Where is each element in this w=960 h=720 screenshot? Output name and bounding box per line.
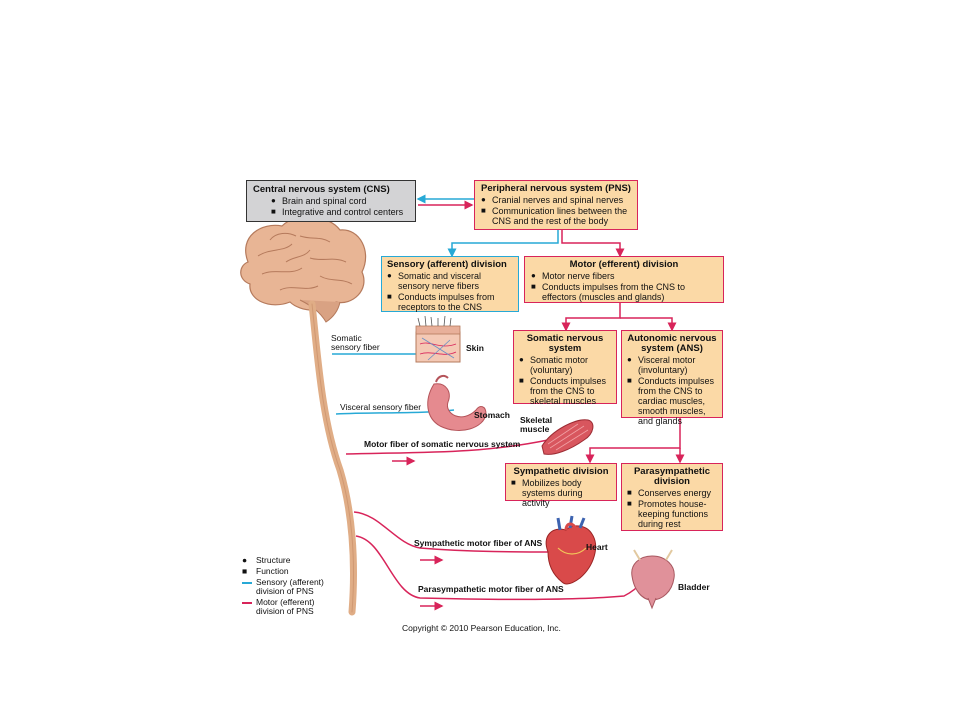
heart-illustration (545, 515, 596, 585)
pns-item: ■Communication lines between the CNS and… (481, 206, 628, 226)
legend: ●Structure ■Function Sensory (afferent) … (242, 556, 342, 618)
sympathetic-item: ■Mobilizes body systems during activity (511, 478, 583, 508)
skeletal-muscle-illustration (541, 419, 594, 455)
somatic-title: Somatic nervous system (526, 333, 604, 354)
bladder-illustration (631, 549, 675, 610)
cns-title: Central nervous system (CNS) (253, 184, 390, 195)
heart-label: Heart (586, 542, 608, 552)
parasympathetic-title: Parasympathetic division (633, 466, 711, 487)
brain-illustration (240, 216, 367, 323)
motor-item: ●Motor nerve fibers (531, 271, 615, 281)
motor-item: ■Conducts impulses from the CNS to effec… (531, 282, 686, 302)
cns-box: Central nervous system (CNS) ●Brain and … (246, 180, 416, 222)
visceral-sensory-fiber-label: Visceral sensory fiber (340, 402, 422, 412)
sympathetic-title: Sympathetic division (513, 466, 609, 477)
copyright-text: Copyright © 2010 Pearson Education, Inc. (402, 623, 561, 633)
skin-illustration (415, 315, 461, 363)
legend-function: ■Function (242, 566, 289, 576)
sensory-title: Sensory (afferent) division (387, 259, 507, 270)
parasympathetic-item: ■Promotes house-keeping functions during… (627, 499, 709, 529)
sensory-line-swatch (242, 582, 252, 584)
legend-sensory: Sensory (afferent) division of PNS (242, 578, 342, 596)
sensory-item: ■Conducts impulses from receptors to the… (387, 292, 495, 312)
motor-line-swatch (242, 602, 252, 604)
somatic-item: ●Somatic motor (voluntary) (519, 355, 589, 375)
stomach-illustration (427, 374, 487, 431)
parasympathetic-division-box: Parasympathetic division ■Conserves ener… (621, 463, 723, 531)
parasympathetic-motor-fiber-label: Parasympathetic motor fiber of ANS (418, 584, 564, 594)
autonomic-item: ■Conducts impulses from the CNS to cardi… (627, 376, 715, 426)
pns-box: Peripheral nervous system (PNS) ●Cranial… (474, 180, 638, 230)
motor-division-box: Motor (efferent) division ●Motor nerve f… (524, 256, 724, 303)
pns-item: ●Cranial nerves and spinal nerves (481, 195, 624, 205)
skeletal-muscle-label: Skeletal muscle (520, 415, 553, 434)
autonomic-item: ●Visceral motor (involuntary) (627, 355, 696, 375)
autonomic-title: Autonomic nervous system (ANS) (627, 333, 717, 354)
motor-title: Motor (efferent) division (569, 259, 679, 270)
legend-structure: ●Structure (242, 555, 291, 565)
somatic-nervous-system-box: Somatic nervous system ●Somatic motor (v… (513, 330, 617, 406)
cns-item: ●Brain and spinal cord (271, 196, 367, 206)
bladder-label: Bladder (678, 582, 710, 592)
sensory-division-box: Sensory (afferent) division ●Somatic and… (381, 256, 519, 312)
stomach-label: Stomach (474, 410, 510, 420)
sympathetic-division-box: Sympathetic division ■Mobilizes body sys… (505, 463, 617, 508)
autonomic-nervous-system-box: Autonomic nervous system (ANS) ●Visceral… (621, 330, 723, 426)
legend-motor: Motor (efferent) division of PNS (242, 598, 342, 616)
parasympathetic-item: ■Conserves energy (627, 488, 712, 498)
motor-fiber-somatic-label: Motor fiber of somatic nervous system (364, 439, 521, 449)
somatic-item: ■Conducts impulses from the CNS to skele… (519, 376, 607, 406)
sympathetic-motor-fiber-label: Sympathetic motor fiber of ANS (414, 538, 543, 548)
skin-label: Skin (466, 343, 484, 353)
pns-title: Peripheral nervous system (PNS) (481, 183, 631, 194)
cns-item: ■Integrative and control centers (271, 207, 404, 217)
sensory-item: ●Somatic and visceral sensory nerve fibe… (387, 271, 482, 291)
somatic-sensory-fiber-label: Somatic sensory fiber (331, 333, 380, 352)
